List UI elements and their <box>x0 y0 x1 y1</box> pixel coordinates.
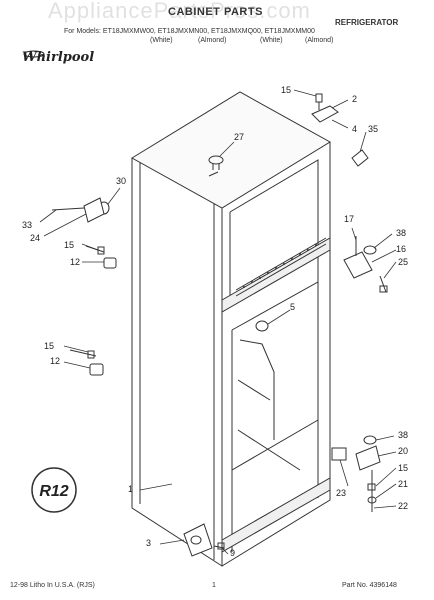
callout-23: 23 <box>336 488 347 498</box>
callout-16: 16 <box>396 244 407 254</box>
print-info: 12-98 Litho In U.S.A. (RJS) <box>10 582 95 589</box>
rail-holes <box>243 244 317 288</box>
callout-22: 22 <box>398 501 409 511</box>
callout-15: 15 <box>281 85 292 95</box>
callout-15-left: 15 <box>64 240 75 250</box>
callout-12-left: 12 <box>70 257 81 267</box>
part-12-cap-left <box>103 257 117 269</box>
callout-25: 25 <box>398 257 409 267</box>
part-27-knob <box>208 155 224 177</box>
callout-5: 5 <box>290 302 296 312</box>
part-3-leveler <box>183 523 213 557</box>
callout-15-mid: 15 <box>44 341 55 351</box>
color-label: (White) <box>150 37 173 44</box>
r12-badge-icon <box>31 467 77 513</box>
part-15-21-22-pin <box>367 470 377 512</box>
callout-38-top: 38 <box>396 228 407 238</box>
part-9-screw-bottom <box>213 542 225 550</box>
callout-33: 33 <box>22 220 33 230</box>
page-number: 1 <box>212 582 216 589</box>
part-17-bracket <box>343 236 373 279</box>
part-number: Part No. 4396148 <box>342 582 397 589</box>
leader-lines <box>39 89 397 555</box>
part-38-washer-top <box>363 245 377 255</box>
cabinet-outline <box>131 91 331 567</box>
color-label: (Almond) <box>198 37 227 44</box>
callout-4: 4 <box>352 124 358 134</box>
r12-badge-text: R12 <box>39 483 68 500</box>
part-30-hinge-assembly <box>51 197 110 223</box>
part-23-block <box>331 447 347 461</box>
page-title: CABINET PARTS <box>168 6 263 18</box>
part-2-hinge <box>311 105 339 123</box>
brand-name: Whirlpool <box>22 50 95 65</box>
callout-15-bottom: 15 <box>398 463 409 473</box>
callout-24: 24 <box>30 233 41 243</box>
callout-21: 21 <box>398 479 409 489</box>
part-35-plug <box>351 149 369 167</box>
color-label: (White) <box>260 37 283 44</box>
part-15-screw-left <box>85 245 105 255</box>
part-15-screw <box>315 93 323 110</box>
callout-3: 3 <box>146 538 152 548</box>
callout-30: 30 <box>116 176 127 186</box>
part-20-bottom-hinge <box>355 445 381 471</box>
part-38-washer-bottom <box>363 435 377 445</box>
color-label: (Almond) <box>305 37 334 44</box>
callout-12-mid: 12 <box>50 356 61 366</box>
callout-2: 2 <box>352 94 358 104</box>
callout-17: 17 <box>344 214 355 224</box>
part-25-screw-right <box>379 275 388 293</box>
callout-20: 20 <box>398 446 409 456</box>
part-5-button <box>255 320 269 332</box>
model-list: For Models: ET18JMXMW00, ET18JMXMN00, ET… <box>64 28 315 35</box>
callout-35: 35 <box>368 124 379 134</box>
part-15-screw-mid <box>69 349 97 359</box>
part-12-cap-mid <box>89 363 104 376</box>
callout-1: 1 <box>128 484 134 494</box>
whirlpool-logo-icon <box>23 50 45 58</box>
appliance-type-label: REFRIGERATOR <box>335 18 399 27</box>
callout-9: 9 <box>230 548 236 558</box>
callout-38-bottom: 38 <box>398 430 409 440</box>
callout-27: 27 <box>234 132 245 142</box>
